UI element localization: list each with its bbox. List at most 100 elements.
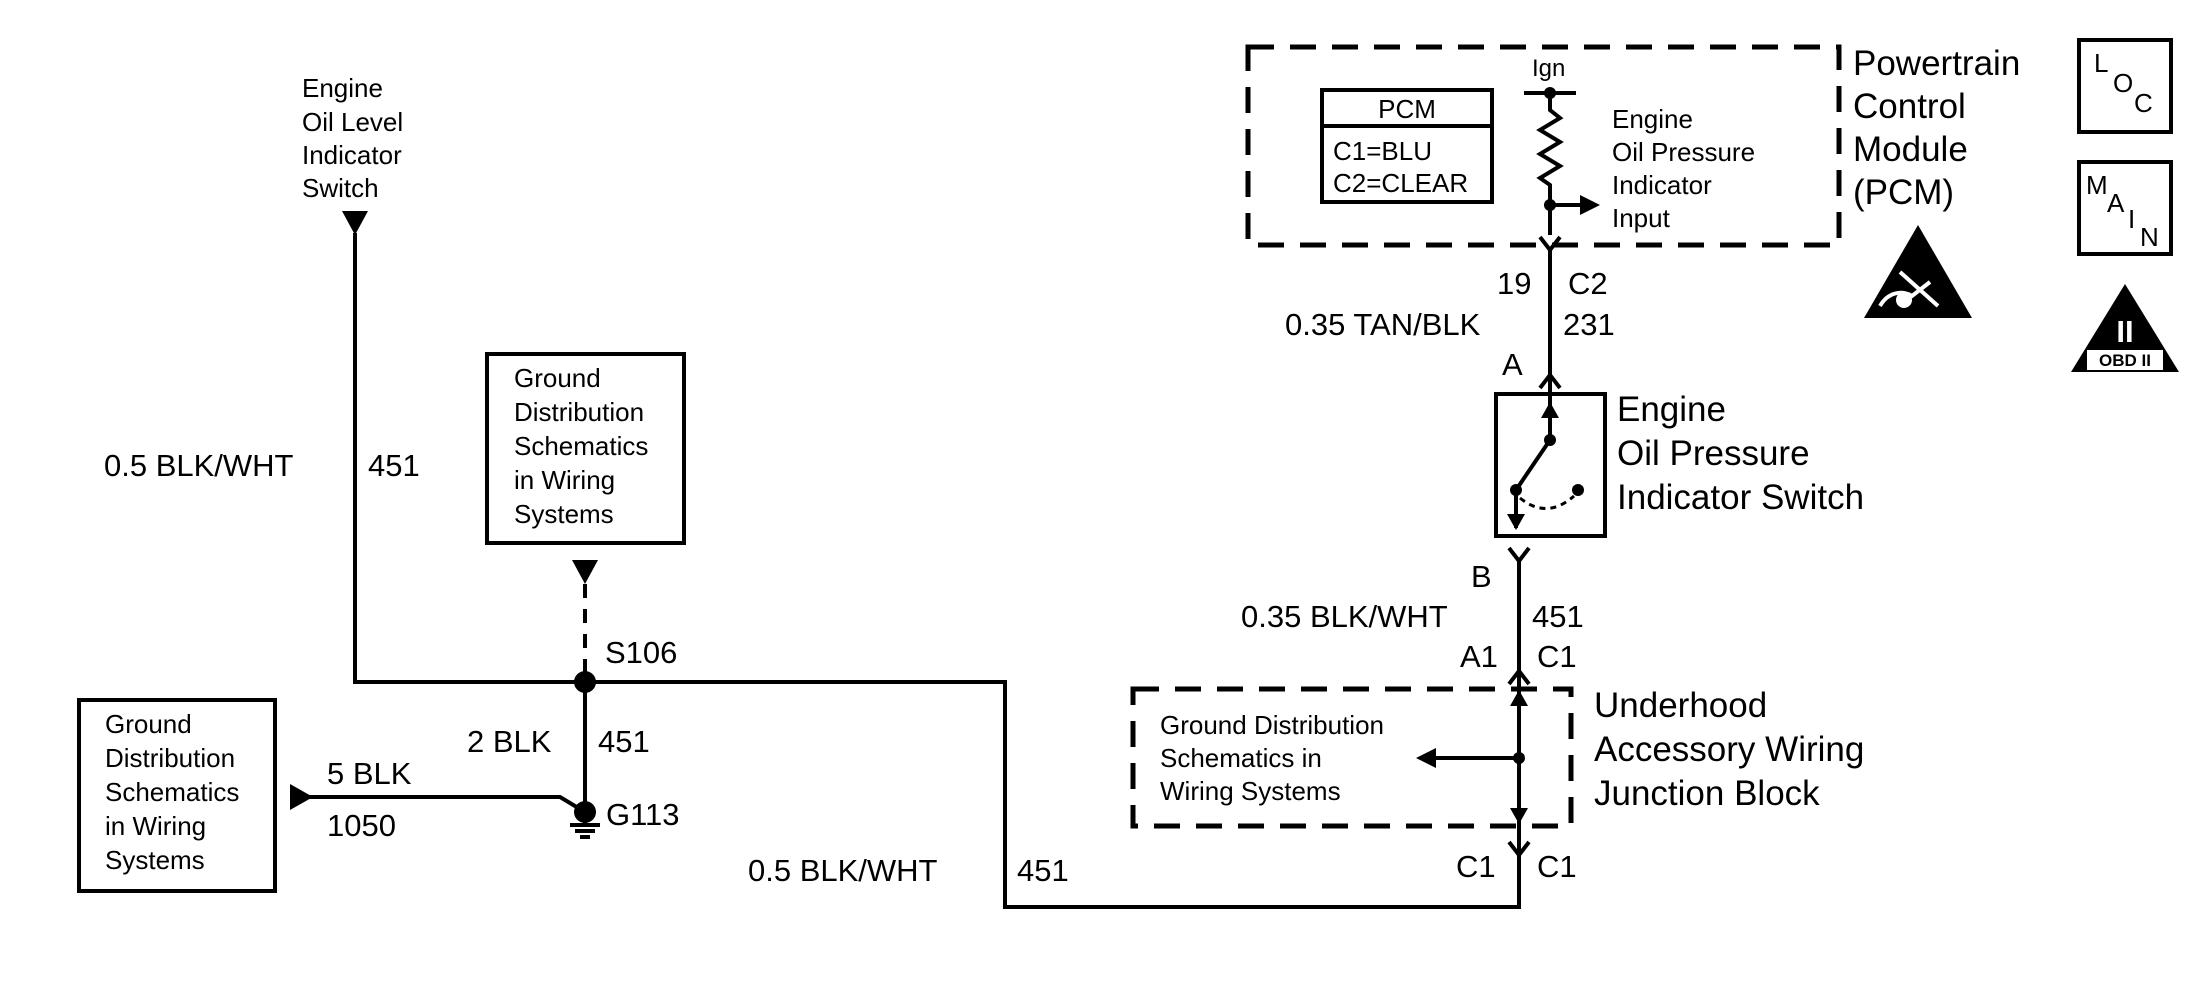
pcm-module-line-1: Powertrain: [1853, 44, 2020, 83]
junction-bus-top-arrow-icon: [1510, 690, 1528, 706]
oil-level-switch-line-2: Oil Level: [302, 107, 403, 137]
switch-wire-size-color: 0.35 BLK/WHT: [1241, 599, 1448, 634]
ground-ref-box-left: [77, 698, 277, 893]
ground-wire-circuit: 451: [598, 724, 650, 759]
junction-ground-line-2: Schematics in: [1160, 743, 1322, 773]
switch-terminal-a-connector-symbol: [1538, 371, 1562, 390]
switch-terminal-a: A: [1502, 347, 1523, 382]
oil-pressure-switch-label: Engine Oil Pressure Indicator Switch: [1617, 390, 1864, 517]
ground-wire-2-size-color: 5 BLK: [327, 756, 412, 791]
main-icon-a: A: [2107, 188, 2125, 218]
switch-terminal-b-connector-symbol: [1507, 546, 1531, 565]
loc-icon-o: O: [2113, 68, 2133, 98]
junction-connector-c1-top: C1: [1537, 639, 1577, 674]
oil-pressure-switch-line-2: Oil Pressure: [1617, 434, 1810, 473]
switch-lower-arrow-icon: [1507, 514, 1525, 530]
ground-symbol-icon: [570, 812, 600, 839]
junction-ground-ref-text: Ground Distribution Schematics in Wiring…: [1160, 710, 1384, 806]
switch-blade: [1514, 438, 1552, 492]
pcm-input-label: Engine Oil Pressure Indicator Input: [1612, 104, 1755, 233]
main-icon-i: I: [2128, 204, 2135, 234]
oil-level-switch-line-4: Switch: [302, 173, 379, 203]
splice-s106-label: S106: [605, 635, 677, 670]
oil-level-switch-line-3: Indicator: [302, 140, 402, 170]
ground-ref-left-line-1: Ground: [105, 709, 192, 739]
ground-wire-2-circuit: 1050: [327, 808, 396, 843]
pcm-input-line-3: Indicator: [1612, 170, 1712, 200]
junction-block-line-3: Junction Block: [1594, 774, 1820, 813]
junction-block-label: Underhood Accessory Wiring Junction Bloc…: [1594, 686, 1864, 813]
junction-top-connector-symbol: [1507, 667, 1531, 686]
pcm-connector-c1: C1=BLU: [1333, 136, 1432, 166]
ground-ref-top-line-3: Schematics: [514, 431, 648, 461]
wire-451-upper: [353, 233, 1521, 909]
pcm-wire-size-color: 0.35 TAN/BLK: [1285, 307, 1481, 342]
ground-ref-left-line-5: Systems: [105, 845, 205, 875]
ground-ref-left-line-2: Distribution: [105, 743, 235, 773]
junction-bottom-c1-left: C1: [1456, 849, 1496, 884]
pcm-pullup-resistor-icon: [1536, 93, 1564, 235]
pcm-module-line-4: (PCM): [1853, 173, 1954, 212]
engine-oil-level-switch-label: Engine Oil Level Indicator Switch: [302, 73, 403, 203]
loc-icon-l: L: [2094, 48, 2108, 78]
junction-ground-line-3: Wiring Systems: [1160, 776, 1341, 806]
pcm-module-line-3: Module: [1853, 130, 1968, 169]
pcm-connector-c2: C2=CLEAR: [1333, 168, 1468, 198]
ground-wire-size-color: 2 BLK: [467, 724, 552, 759]
oil-level-switch-connector-arrow: [342, 211, 368, 235]
main-icon-m: M: [2086, 170, 2108, 200]
oil-pressure-switch-line-1: Engine: [1617, 390, 1726, 429]
switch-wire-circuit: 451: [1532, 599, 1584, 634]
pcm-box-title: PCM: [1378, 94, 1436, 124]
obd-ii-icon[interactable]: II OBD II: [2071, 284, 2179, 372]
ground-ref-left-text: Ground Distribution Schematics in Wiring…: [105, 709, 239, 875]
ground-ref-left-line-4: in Wiring: [105, 811, 206, 841]
junction-block-line-2: Accessory Wiring: [1594, 730, 1864, 769]
pcm-connector-c2-label: C2: [1568, 266, 1608, 301]
junction-ground-line-1: Ground Distribution: [1160, 710, 1384, 740]
wire-upper-circuit: 451: [368, 448, 420, 483]
wire-bottom-circuit: 451: [1017, 853, 1069, 888]
ground-ref-top-line-5: Systems: [514, 499, 614, 529]
obd-ii-numeral: II: [2116, 314, 2133, 349]
wire-5-blk-1050: [290, 795, 587, 814]
main-icon[interactable]: M A I N: [2077, 160, 2173, 256]
pcm-c2-connector-symbol: [1538, 235, 1562, 254]
pcm-input-line-1: Engine: [1612, 104, 1693, 134]
ground-ref-left-line-3: Schematics: [105, 777, 239, 807]
pcm-pin-19: 19: [1497, 266, 1531, 301]
esd-warning-icon: [1864, 225, 1972, 318]
obd-ii-text: OBD II: [2099, 351, 2151, 370]
ground-ref-top-arrow: [572, 560, 598, 584]
wire-bottom-size-color: 0.5 BLK/WHT: [748, 853, 938, 888]
pcm-input-line-2: Oil Pressure: [1612, 137, 1755, 167]
junction-bottom-connector-symbol: [1507, 840, 1531, 859]
oil-pressure-switch-line-3: Indicator Switch: [1617, 478, 1864, 517]
main-icon-n: N: [2140, 222, 2159, 252]
ground-ref-top-line-4: in Wiring: [514, 465, 615, 495]
junction-pin-a1: A1: [1460, 639, 1498, 674]
loc-icon-c: C: [2134, 88, 2153, 118]
ground-g113-label: G113: [606, 797, 680, 832]
ground-ref-top-line-2: Distribution: [514, 397, 644, 427]
junction-block-line-1: Underhood: [1594, 686, 1767, 725]
junction-block-dashed-box: [1130, 686, 1574, 829]
junction-ground-arrow-icon: [1416, 748, 1436, 768]
pcm-module-dashed-box: [1245, 44, 1842, 248]
junction-bus-bottom-arrow-icon: [1510, 808, 1528, 824]
oil-level-switch-line-1: Engine: [302, 73, 383, 103]
pcm-module-line-2: Control: [1853, 87, 1966, 126]
ground-ref-box-top: [485, 352, 686, 545]
loc-icon[interactable]: L O C: [2077, 38, 2173, 134]
pcm-input-arrow-icon: [1580, 195, 1600, 215]
pcm-wire-circuit: 231: [1563, 307, 1615, 342]
switch-terminal-b: B: [1471, 559, 1492, 594]
junction-bottom-c1-right: C1: [1537, 849, 1577, 884]
pcm-ign-label: Ign: [1532, 55, 1565, 82]
switch-upper-arrow-icon: [1541, 402, 1559, 418]
pcm-module-label: Powertrain Control Module (PCM): [1853, 44, 2020, 212]
ground-ref-top-line-1: Ground: [514, 363, 601, 393]
pcm-connector-box: [1320, 88, 1494, 204]
switch-open-contact: [1572, 484, 1584, 496]
wire-upper-size-color: 0.5 BLK/WHT: [104, 448, 294, 483]
